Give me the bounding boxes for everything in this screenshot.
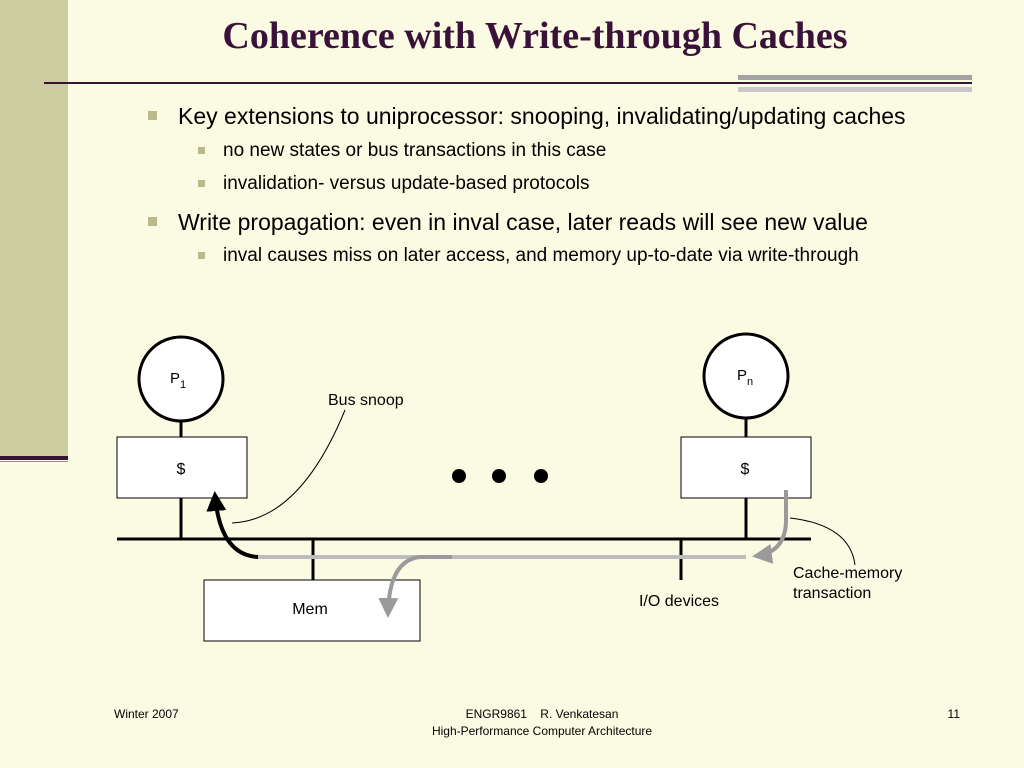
title-accent-bar-dark bbox=[738, 75, 972, 80]
ellipsis-dot-1 bbox=[452, 469, 466, 483]
ellipsis-dot-2 bbox=[492, 469, 506, 483]
bullet-1-text: Key extensions to uniprocessor: snooping… bbox=[178, 103, 906, 129]
cache-memory-callout-line bbox=[789, 517, 856, 566]
bus-snoop-callout-line bbox=[231, 409, 346, 524]
bullet-2-text: Write propagation: even in inval case, l… bbox=[178, 209, 868, 235]
memory-update-arrow bbox=[378, 555, 452, 618]
footer-left: Winter 2007 bbox=[114, 707, 179, 721]
bullet-2-sub-1-text: inval causes miss on later access, and m… bbox=[223, 245, 859, 266]
left-band-rule bbox=[0, 456, 68, 460]
memory-label: Mem bbox=[292, 601, 328, 618]
page-number: 11 bbox=[947, 707, 960, 721]
footer-center-line1: ENGR9861 R. Venkatesan bbox=[465, 707, 619, 721]
bullet-1-sub-2-text: invalidation- versus update-based protoc… bbox=[223, 173, 590, 194]
slide-title: Coherence with Write-through Caches bbox=[222, 15, 848, 57]
processor-pn-label: P bbox=[737, 367, 747, 384]
cache-n-writethrough-arrow bbox=[752, 490, 788, 564]
bus-snoop-label: Bus snoop bbox=[328, 392, 404, 409]
processor-pn-subscript: n bbox=[747, 376, 753, 388]
cache-memory-label-line2: transaction bbox=[793, 585, 871, 602]
io-devices-label: I/O devices bbox=[639, 593, 719, 610]
footer-center-line2: High-Performance Computer Architecture bbox=[431, 724, 653, 738]
processor-p1-label: P bbox=[170, 370, 180, 387]
cache-n-label: $ bbox=[741, 461, 750, 478]
left-band-rule-thin bbox=[0, 461, 68, 462]
title-rule bbox=[44, 82, 972, 84]
bullet-1-sub-1-text: no new states or bus transactions in thi… bbox=[223, 140, 607, 161]
cache-memory-label-line1: Cache-memory bbox=[793, 565, 902, 582]
cache-n-box bbox=[680, 436, 812, 499]
cache-1-box bbox=[116, 436, 248, 499]
left-decorative-band bbox=[0, 0, 68, 456]
processor-p1-subscript: 1 bbox=[180, 379, 186, 391]
cache-1-label: $ bbox=[177, 461, 186, 478]
snoop-invalidate-arrow bbox=[206, 491, 259, 559]
title-accent-bar-light bbox=[738, 87, 972, 92]
ellipsis-dot-3 bbox=[534, 469, 548, 483]
